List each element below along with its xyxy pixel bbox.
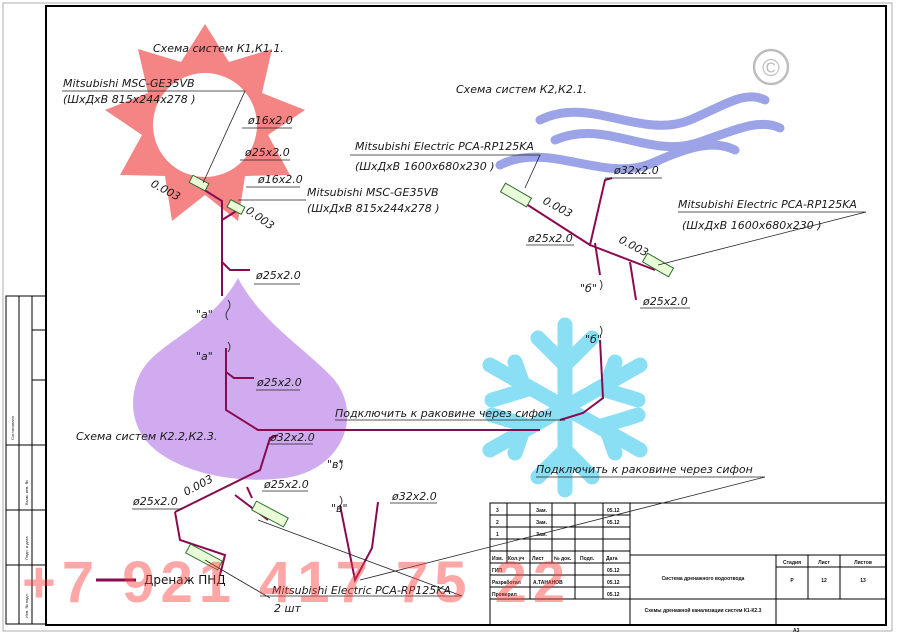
unit-dims-msc-1: (ШхДхВ 815х244х278 ) xyxy=(63,93,196,106)
rev-row-3-date: 05.12 xyxy=(607,508,620,514)
rev-row-2-num: 2 xyxy=(496,520,499,526)
rev-row-1-num: 1 xyxy=(496,532,499,538)
legend-text: Дренаж ПНД xyxy=(144,573,226,587)
rev-row-3-type: Зам. xyxy=(536,508,548,514)
tb-gip: ГИП xyxy=(492,568,502,574)
unit-dims-pca-2: (ШхДхВ 1600х680х230 ) xyxy=(682,219,822,232)
tb-header-sign: Подп. xyxy=(580,556,595,562)
tb-sheets-header: Листов xyxy=(854,560,872,566)
tb-header-date: Дата xyxy=(606,556,618,562)
tb-dev: Разработал xyxy=(492,579,521,586)
unit-label-msc-1: Mitsubishi MSC-GE35VB xyxy=(63,77,195,90)
leader-lines xyxy=(62,90,867,599)
tb-sheets-value: 13 xyxy=(860,578,866,584)
tb-header-kol: Кол.уч xyxy=(508,556,524,562)
pipe-label-25-d: ø25х2.0 xyxy=(527,232,573,245)
pipe-label-16-a: ø16х2.0 xyxy=(247,114,293,127)
unit-label-pca-3: Mitsubishi Electric PCA-RP125KA xyxy=(272,584,451,597)
sheet-format: А3 xyxy=(793,628,800,634)
side-stamp-sign: Подп. и дата xyxy=(24,536,29,560)
break-marks xyxy=(225,279,603,507)
scheme-title-k2: Схема систем К2,К2.1. xyxy=(456,83,587,96)
unit-qty-pca-3: 2 шт xyxy=(274,602,302,615)
tb-check: Проверил xyxy=(492,592,517,598)
slope-label-2: 0.003 xyxy=(243,204,276,233)
pipe-label-25-e: ø25х2.0 xyxy=(642,295,688,308)
unit-label-pca-2: Mitsubishi Electric PCA-RP125KA xyxy=(678,198,857,211)
tb-stage-value: Р xyxy=(790,578,794,584)
drain-pipes xyxy=(174,177,656,583)
pipe-label-25-b: ø25х2.0 xyxy=(255,269,301,282)
svg-text:©: © xyxy=(762,55,780,82)
tb-dev-name: А.ТАНАНОВ xyxy=(533,580,563,586)
pipe-label-16-b: ø16х2.0 xyxy=(257,173,303,186)
scheme-title-k1: Схема систем К1,К1.1. xyxy=(153,42,284,55)
wind-watermark xyxy=(495,92,785,174)
tb-system-name: Система дренажного водоотвода xyxy=(662,576,745,582)
side-stamp-agreed: Согласовано xyxy=(10,415,15,440)
connect-note-2: Подключить к раковине через сифон xyxy=(536,463,753,476)
rev-row-2-type: Зам. xyxy=(536,520,548,526)
pipe-label-32-b: ø32х2.0 xyxy=(269,431,315,444)
break-label-b-2: "б" xyxy=(585,333,602,346)
tb-sheet-value: 12 xyxy=(821,578,827,584)
indoor-units xyxy=(185,174,675,571)
unit-dims-msc-2: (ШхДхВ 815х244х278 ) xyxy=(307,202,440,215)
break-label-b-1: "б" xyxy=(580,282,597,295)
tb-sheet-header: Лист xyxy=(818,560,830,566)
unit-label-pca-1: Mitsubishi Electric PCA-RP125KA xyxy=(355,140,534,153)
phone-watermark: +7 921 417 75 22 xyxy=(22,550,571,615)
break-label-v-2: "в" xyxy=(331,502,348,515)
tb-header-list: Лист xyxy=(532,556,544,562)
break-label-a-2: "а" xyxy=(196,350,213,363)
rev-row-1-type: Зам. xyxy=(536,532,548,538)
connect-note-1: Подключить к раковине через сифон xyxy=(335,407,552,420)
pipe-label-32-a: ø32х2.0 xyxy=(613,164,659,177)
snowflake-watermark xyxy=(482,317,648,498)
slope-label-4: 0.003 xyxy=(617,233,651,259)
tb-sheet-title: Схемы дренажной канализации систем К1-К2… xyxy=(645,607,762,614)
scheme-title-k22: Схема систем К2.2,К2.3. xyxy=(76,430,217,443)
side-stamp-replace: Взам. инв. № xyxy=(24,480,29,505)
pipe-label-25-a: ø25х2.0 xyxy=(244,146,290,159)
rev-row-2-date: 05.12 xyxy=(607,520,620,526)
rev-row-3-num: 3 xyxy=(496,508,499,514)
sun-watermark xyxy=(105,24,305,221)
pipe-label-25-f: ø25х2.0 xyxy=(132,495,178,508)
tb-dev-date: 05.12 xyxy=(607,580,620,586)
tb-gip-date: 05.12 xyxy=(607,568,620,574)
tb-check-date: 05.12 xyxy=(607,592,620,598)
pipe-label-25-g: ø25х2.0 xyxy=(263,478,309,491)
tb-header-doc: № док. xyxy=(554,556,572,562)
pipe-label-32-c: ø32х2.0 xyxy=(391,490,437,503)
side-stamp-inv: Инв. № подл. xyxy=(24,593,29,618)
side-stamp xyxy=(5,295,47,625)
copyright-mark: © xyxy=(752,48,790,86)
tb-header-izm: Изм. xyxy=(492,556,504,562)
break-label-v-1: "в" xyxy=(327,458,344,471)
break-label-a-1: "а" xyxy=(196,308,213,321)
unit-label-msc-2: Mitsubishi MSC-GE35VB xyxy=(307,186,439,199)
title-block xyxy=(489,502,887,626)
tb-stage-header: Стадия xyxy=(783,560,801,566)
pipe-label-25-c: ø25х2.0 xyxy=(256,376,302,389)
unit-dims-pca-1: (ШхДхВ 1600х680х230 ) xyxy=(355,160,495,173)
